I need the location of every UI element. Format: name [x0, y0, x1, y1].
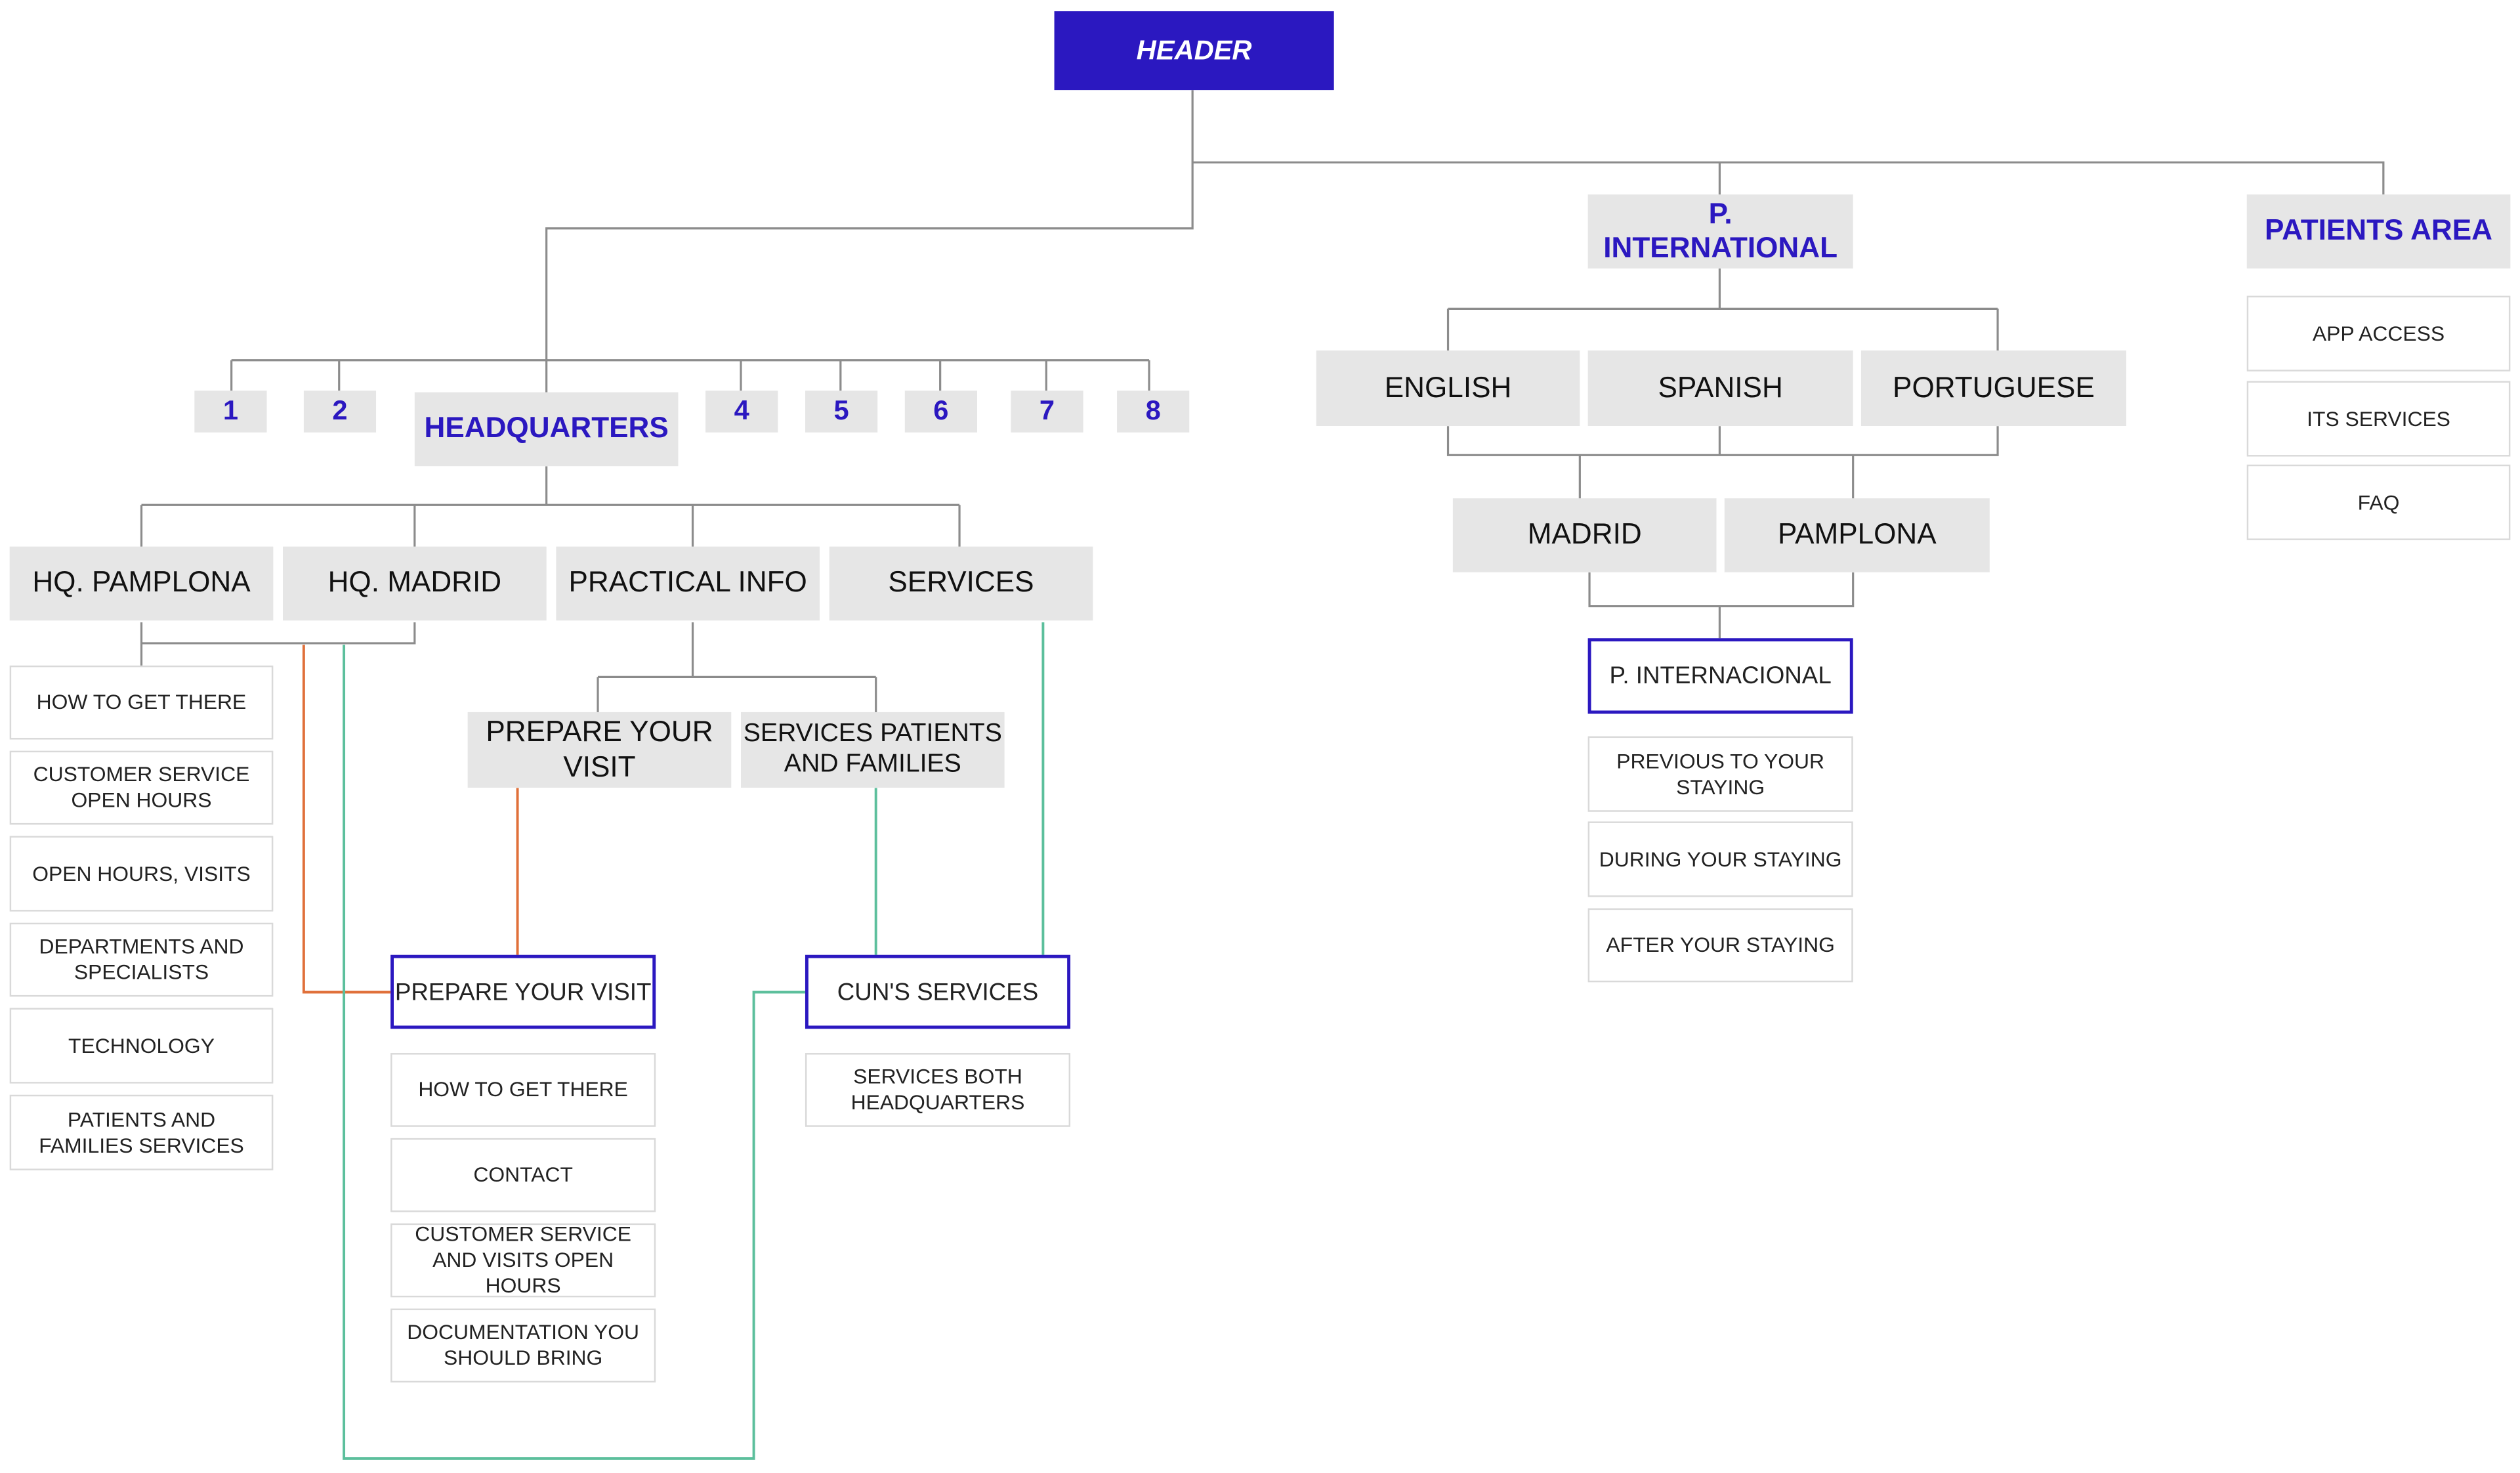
prepare-item: HOW TO GET THERE	[390, 1053, 656, 1127]
cun-services-item: SERVICES BOTH HEADQUARTERS	[805, 1053, 1071, 1127]
section-4-node: 4	[705, 391, 778, 433]
p-internacional-page: P. INTERNACIONAL	[1587, 638, 1853, 714]
header-node: HEADER	[1054, 11, 1334, 91]
prepare-your-visit-page: PREPARE YOUR VISIT	[390, 954, 656, 1029]
language-portuguese-node: PORTUGUESE	[1860, 350, 2127, 426]
section-1-node: 1	[194, 391, 267, 433]
campus-item: HOW TO GET THERE	[9, 665, 274, 740]
section-2-node: 2	[303, 391, 377, 433]
international-item: PREVIOUS TO YOUR STAYING	[1587, 736, 1853, 812]
services-node: SERVICES	[829, 546, 1093, 621]
patients-area-node: PATIENTS AREA	[2246, 194, 2511, 268]
section-5-node: 5	[805, 391, 878, 433]
practical-info-node: PRACTICAL INFO	[556, 546, 820, 621]
prepare-item: CUSTOMER SERVICE AND VISITS OPEN HOURS	[390, 1222, 656, 1298]
city-madrid-node: MADRID	[1452, 498, 1717, 572]
campus-item: CUSTOMER SERVICE OPEN HOURS	[9, 750, 274, 825]
prepare-item: DOCUMENTATION YOU SHOULD BRING	[390, 1308, 656, 1383]
patients-item: ITS SERVICES	[2246, 381, 2511, 457]
hq-pamplona-node: HQ. PAMPLONA	[9, 546, 274, 621]
cun-services-page: CUN'S SERVICES	[805, 954, 1071, 1029]
hq-madrid-node: HQ. MADRID	[283, 546, 547, 621]
prepare-item: CONTACT	[390, 1138, 656, 1212]
city-pamplona-node: PAMPLONA	[1724, 498, 1990, 572]
services-patients-families-node: SERVICES PATIENTS AND FAMILIES	[740, 712, 1005, 788]
prepare-your-visit-node: PREPARE YOUR VISIT	[467, 712, 732, 788]
campus-item: DEPARTMENTS AND SPECIALISTS	[9, 922, 274, 997]
international-item: DURING YOUR STAYING	[1587, 821, 1853, 897]
patients-item: FAQ	[2246, 464, 2511, 540]
headquarters-node: HEADQUARTERS	[414, 392, 679, 467]
p-international-node: P. INTERNATIONAL	[1587, 194, 1853, 268]
campus-item: OPEN HOURS, VISITS	[9, 836, 274, 912]
campus-item: TECHNOLOGY	[9, 1008, 274, 1084]
section-6-node: 6	[904, 391, 977, 433]
section-7-node: 7	[1011, 391, 1083, 433]
campus-item: PATIENTS AND FAMILIES SERVICES	[9, 1094, 274, 1170]
language-spanish-node: SPANISH	[1587, 350, 1853, 426]
language-english-node: ENGLISH	[1316, 350, 1580, 426]
international-item: AFTER YOUR STAYING	[1587, 908, 1853, 983]
section-8-node: 8	[1117, 391, 1190, 433]
patients-item: APP ACCESS	[2246, 295, 2511, 372]
